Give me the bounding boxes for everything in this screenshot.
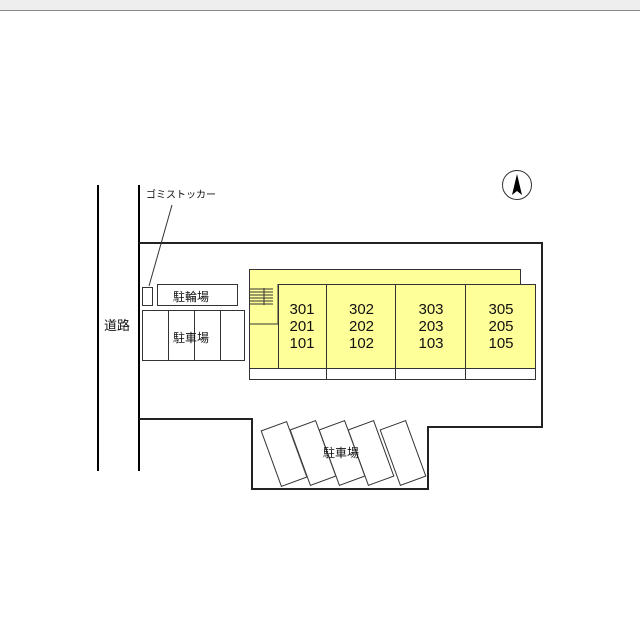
stairs: [249, 284, 279, 325]
unit-number: 302: [348, 300, 375, 318]
garbage-stocker-label: ゴミストッカー: [146, 190, 216, 201]
unit-number: 205: [488, 317, 514, 335]
unit-number: 201: [289, 317, 315, 335]
unit-number: 202: [348, 317, 375, 335]
parking-left: 駐車場: [142, 310, 245, 361]
unit-number: 102: [348, 334, 375, 352]
garbage-stocker: [142, 287, 153, 306]
unit-number: 105: [488, 334, 514, 352]
parking-left-label: 駐車場: [173, 331, 210, 345]
road-label: 道路: [104, 319, 131, 334]
unit-number: 101: [289, 334, 315, 352]
unit-number: 305: [488, 300, 514, 318]
unit-number: 103: [418, 334, 444, 352]
leader-line: [148, 204, 173, 287]
unit-number: 301: [289, 300, 315, 318]
road-edge-right: [138, 185, 140, 471]
north-arrow-icon: [502, 170, 532, 200]
window-top-bar: [0, 0, 640, 11]
bicycle-parking-label: 駐輪場: [173, 290, 210, 304]
road-edge-left: [97, 185, 99, 471]
bicycle-parking: 駐輪場: [157, 284, 238, 306]
balcony-strip: [249, 368, 536, 380]
building-front: [278, 284, 536, 369]
unit-number: 303: [418, 300, 444, 318]
parking-bottom-label: 駐車場: [323, 446, 360, 460]
unit-number: 203: [418, 317, 444, 335]
